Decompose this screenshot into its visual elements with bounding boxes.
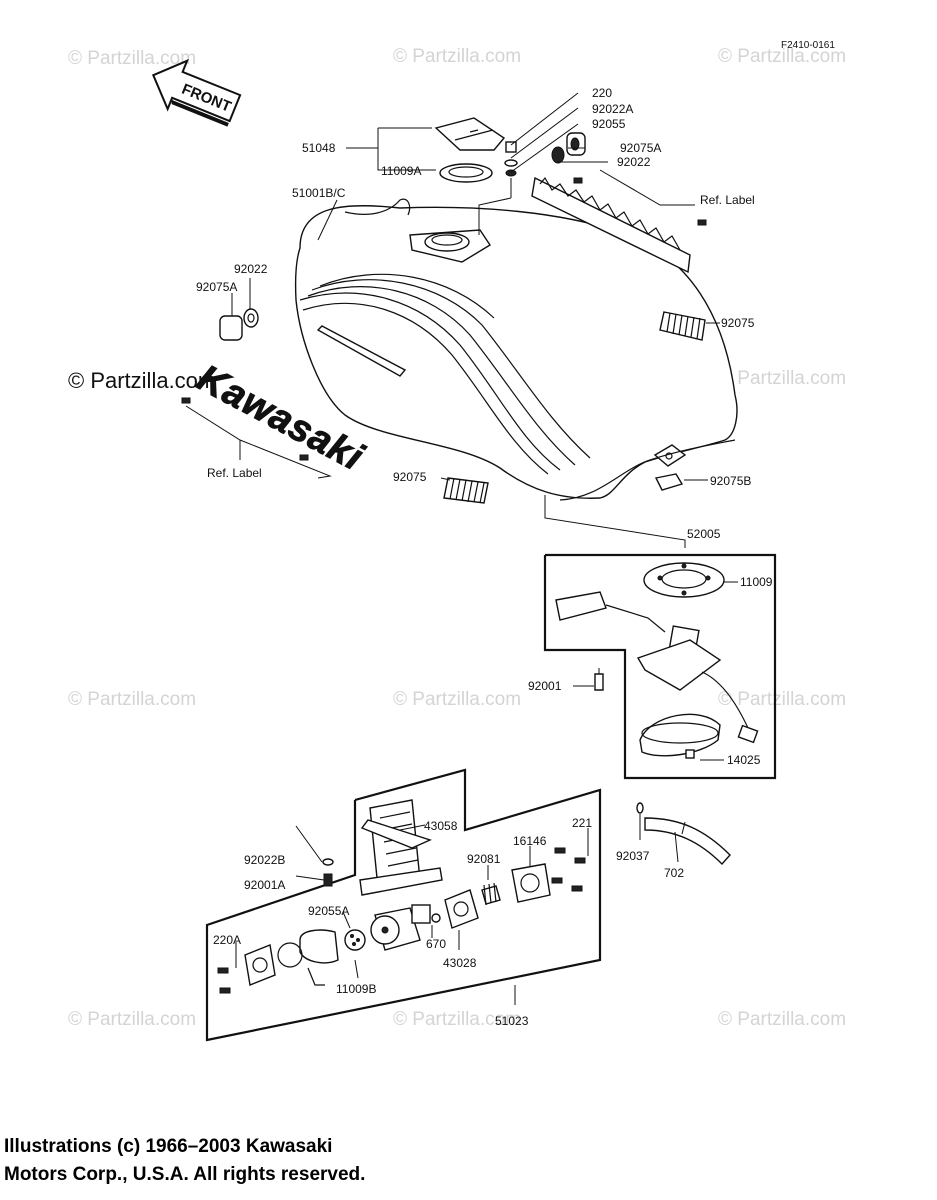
- watermark: © Partzilla.com: [718, 46, 846, 67]
- label-220A: 220A: [213, 933, 241, 947]
- label-92001A: 92001A: [244, 878, 285, 892]
- fuel-hose: [636, 802, 731, 866]
- label-92022: 92022: [234, 262, 268, 276]
- damper-92075A-left: [219, 308, 259, 341]
- leader-lines-top: [185, 92, 720, 548]
- label-43028: 43028: [443, 956, 477, 970]
- diagram-code: F2410-0161: [781, 40, 835, 51]
- damper-92075B: [654, 473, 684, 491]
- label-11009A: 11009A: [381, 164, 421, 178]
- label-14025: 14025: [727, 753, 761, 767]
- watermark: © Partzilla.com: [393, 1009, 521, 1030]
- fuel-cock-group: [205, 768, 602, 1042]
- ref-label-left: Ref. Label: [207, 466, 262, 480]
- copyright-line-1: Illustrations (c) 1966–2003 Kawasaki: [4, 1136, 333, 1157]
- copyright-line-2: Motors Corp., U.S.A. All rights reserved…: [4, 1164, 366, 1185]
- label-51001BC: 51001B/C: [292, 186, 346, 200]
- copyright-footer: Illustrations (c) 1966–2003 Kawasaki Mot…: [4, 1133, 365, 1189]
- label-92081: 92081: [467, 852, 501, 866]
- label-92037: 92037: [616, 849, 650, 863]
- watermark: © Partzilla.com: [718, 1009, 846, 1030]
- label-11009B: 11009B: [336, 982, 376, 996]
- label-52005: 52005: [687, 527, 721, 541]
- damper-92075A-top: [551, 132, 586, 164]
- watermark: © Partzilla.com: [68, 48, 196, 69]
- ref-label-strip-top: [531, 176, 707, 274]
- label-92075A: 92075A: [196, 280, 237, 294]
- label-92055A: 92055A: [308, 904, 349, 918]
- damper-92075-bottom: [443, 477, 489, 504]
- watermark: © Partzilla.com: [393, 46, 521, 67]
- watermark-large: © Partzilla.com: [68, 368, 216, 393]
- label-11009: 11009: [740, 575, 773, 589]
- part-labels: 220 92022A 92055 92075A 92022 51048 1100…: [196, 86, 773, 1028]
- watermark: © Partzilla.com: [718, 689, 846, 710]
- label-92022B: 92022B: [244, 853, 285, 867]
- label-92075B: 92075B: [710, 474, 751, 488]
- screw-icon: [181, 397, 191, 404]
- fuel-tank: [294, 198, 738, 501]
- watermark: © Partzilla.com: [68, 1009, 196, 1030]
- watermark: © Partzilla.com: [393, 689, 521, 710]
- label-92055: 92055: [592, 117, 626, 131]
- screw-icon: [299, 454, 309, 461]
- label-702: 702: [664, 866, 684, 880]
- label-220: 220: [592, 86, 612, 100]
- label-16146: 16146: [513, 834, 547, 848]
- bolt-220: [504, 141, 518, 177]
- label-51048: 51048: [302, 141, 336, 155]
- fuel-sender-group: [543, 553, 777, 780]
- label-92022A: 92022A: [592, 102, 633, 116]
- label-92075: 92075: [721, 316, 755, 330]
- label-92001: 92001: [528, 679, 562, 693]
- label-92075: 92075: [393, 470, 427, 484]
- damper-92075-right: [659, 311, 706, 341]
- label-43058: 43058: [424, 819, 458, 833]
- label-51023: 51023: [495, 1014, 529, 1028]
- ref-label-top: Ref. Label: [700, 193, 755, 207]
- watermark: © Partzilla.com: [718, 368, 846, 389]
- fuel-cap: [434, 117, 506, 183]
- watermark: © Partzilla.com: [68, 689, 196, 710]
- label-670: 670: [426, 937, 446, 951]
- label-221: 221: [572, 816, 592, 830]
- label-92022: 92022: [617, 155, 651, 169]
- label-92075A: 92075A: [620, 141, 661, 155]
